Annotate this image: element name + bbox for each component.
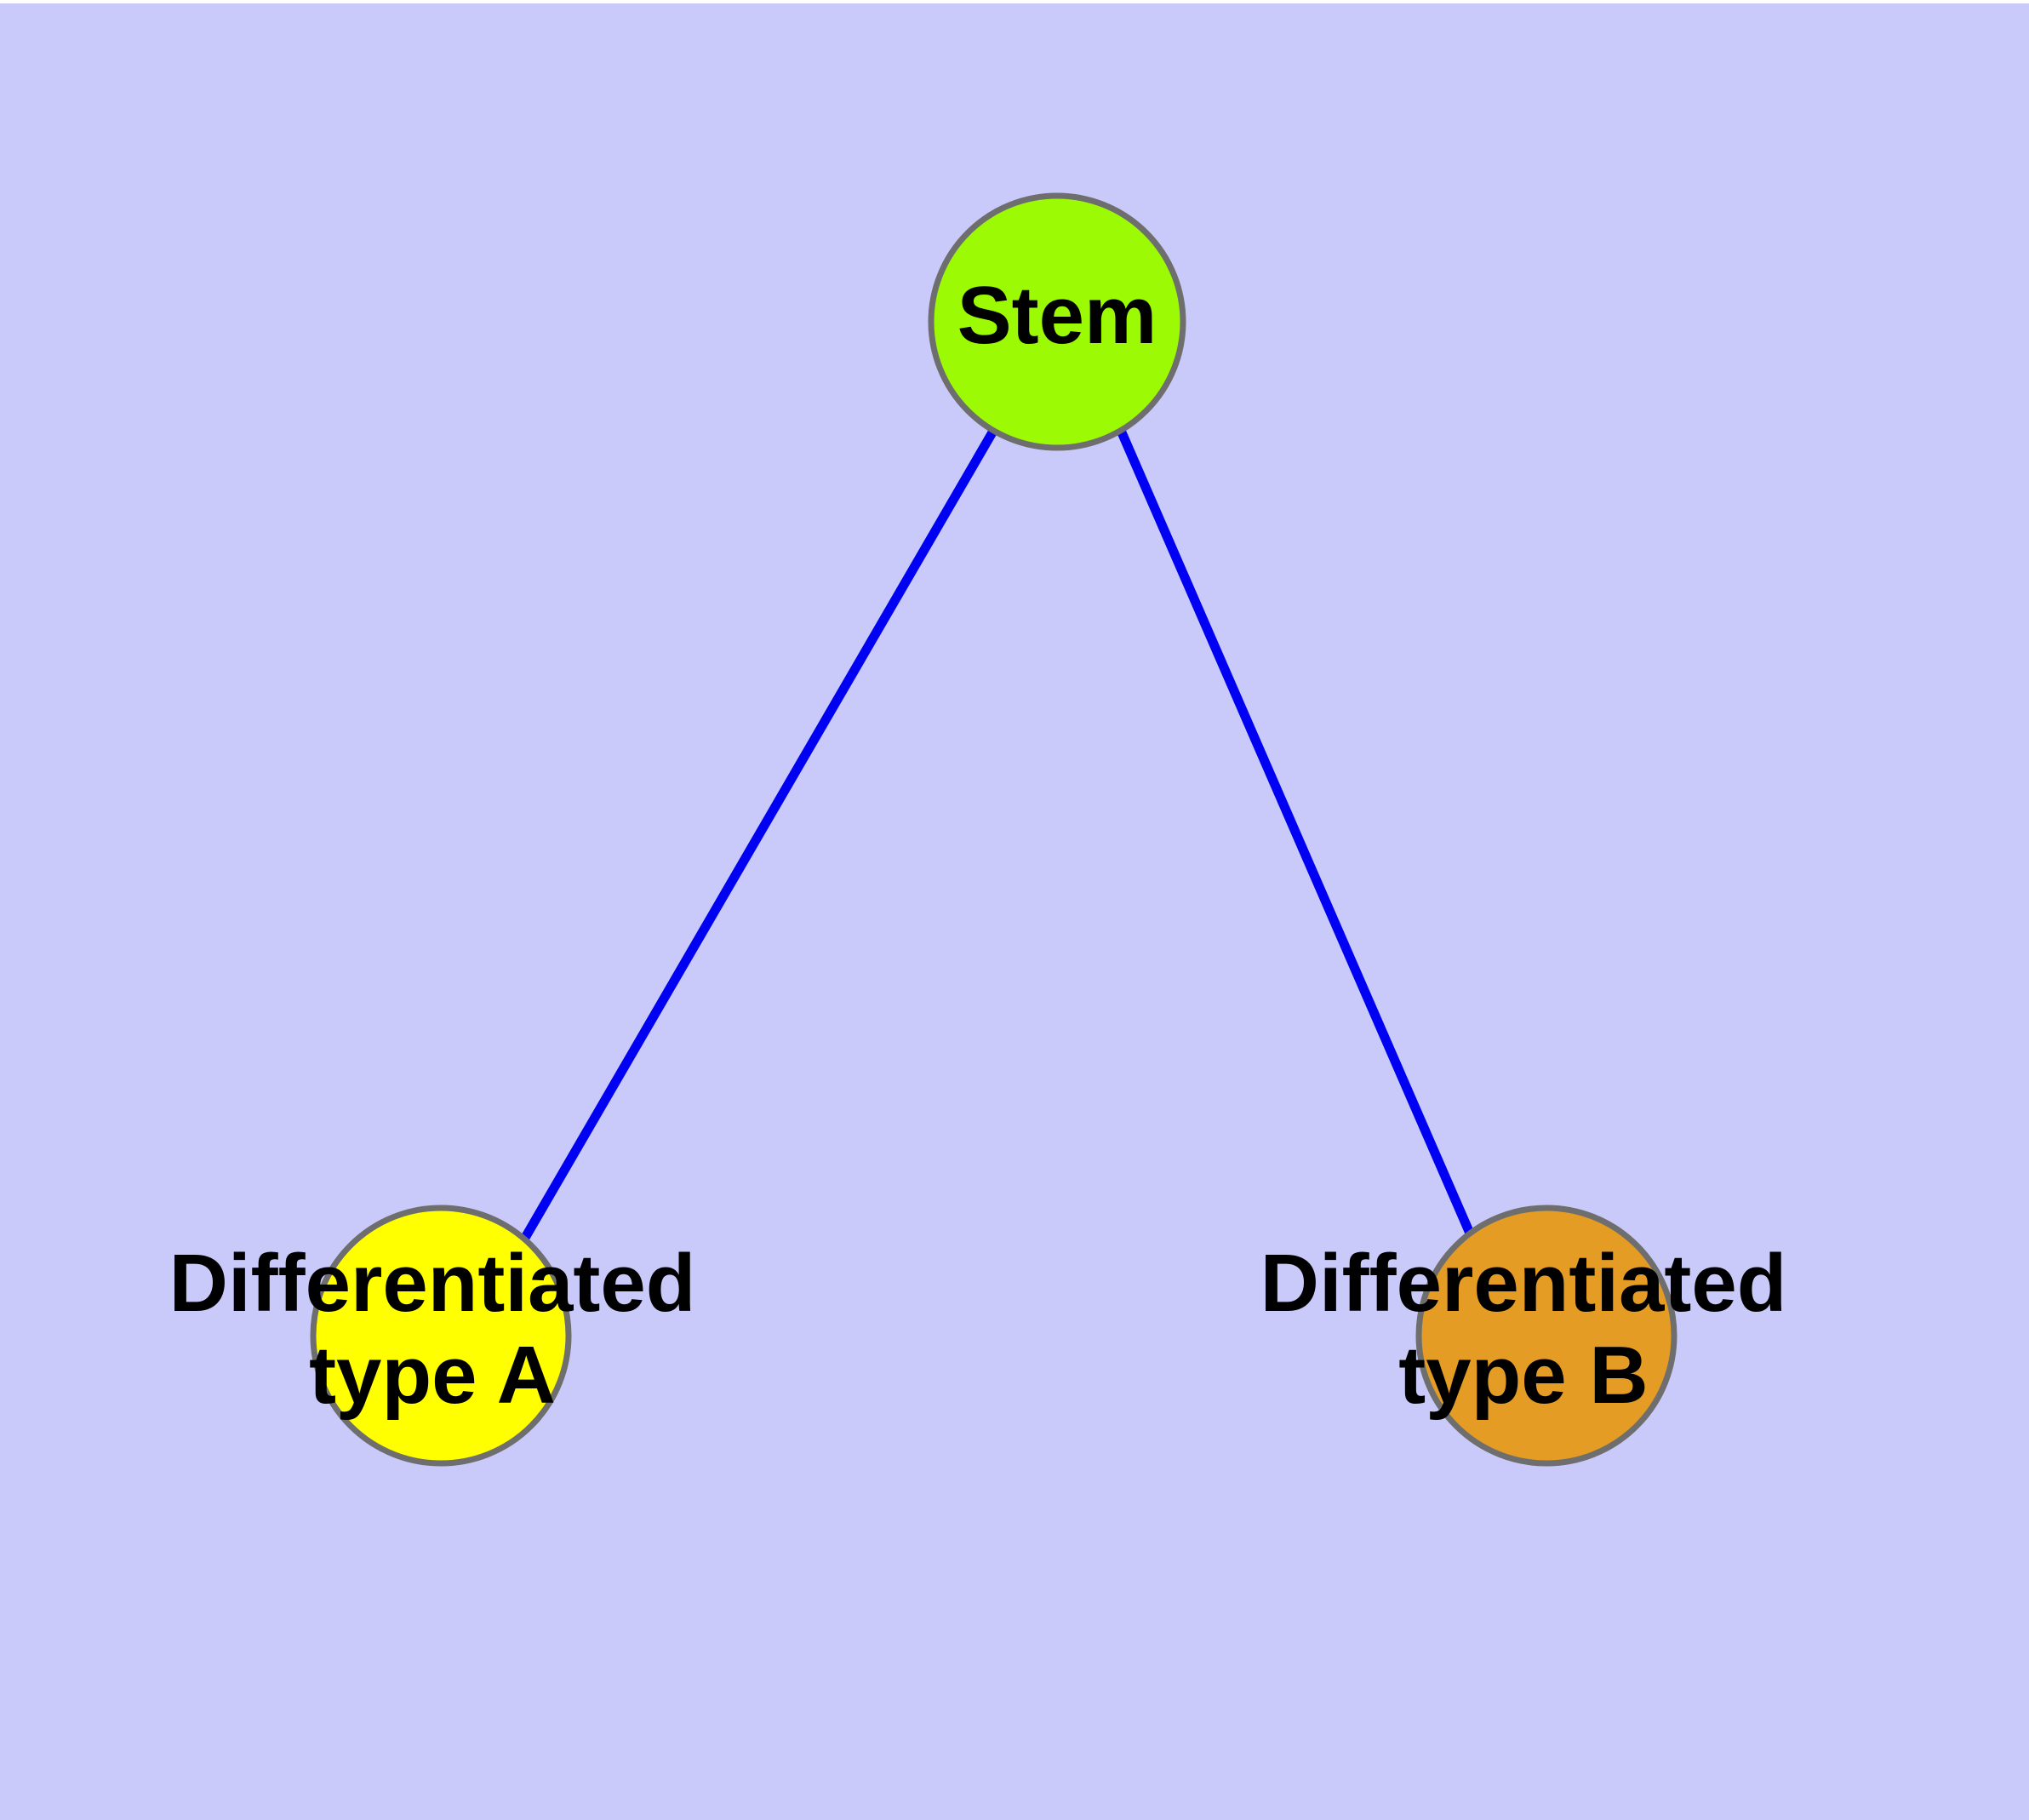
node-label-stem: Stem	[957, 270, 1157, 361]
edge-stem-to-type-b[interactable]	[1117, 430, 1476, 1238]
nodes-layer	[310, 192, 1677, 1467]
node-differentiated-type-a[interactable]	[310, 1205, 572, 1467]
node-stem[interactable]	[928, 192, 1186, 451]
edge-stem-to-type-a[interactable]	[521, 430, 997, 1240]
edges-layer	[521, 430, 1476, 1240]
node-differentiated-type-b[interactable]	[1415, 1205, 1677, 1467]
